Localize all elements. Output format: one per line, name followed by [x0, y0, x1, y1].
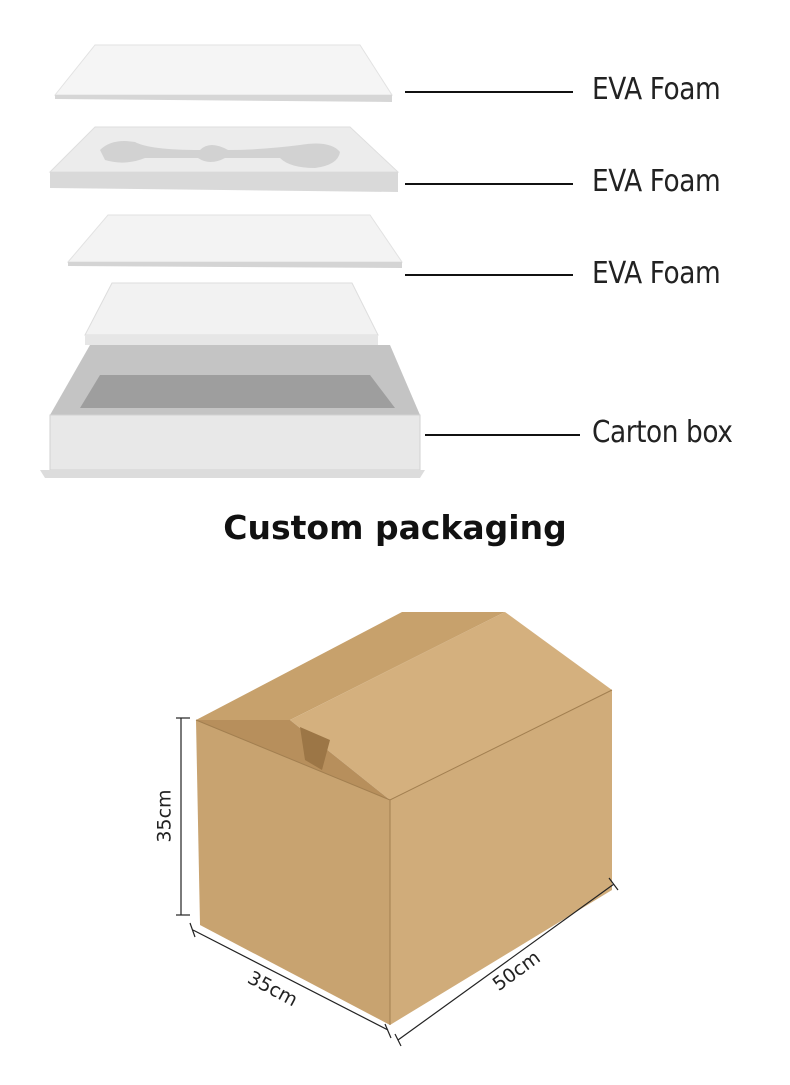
dimension-height-label: 35cm — [154, 789, 176, 842]
dimension-height-line — [176, 718, 190, 915]
